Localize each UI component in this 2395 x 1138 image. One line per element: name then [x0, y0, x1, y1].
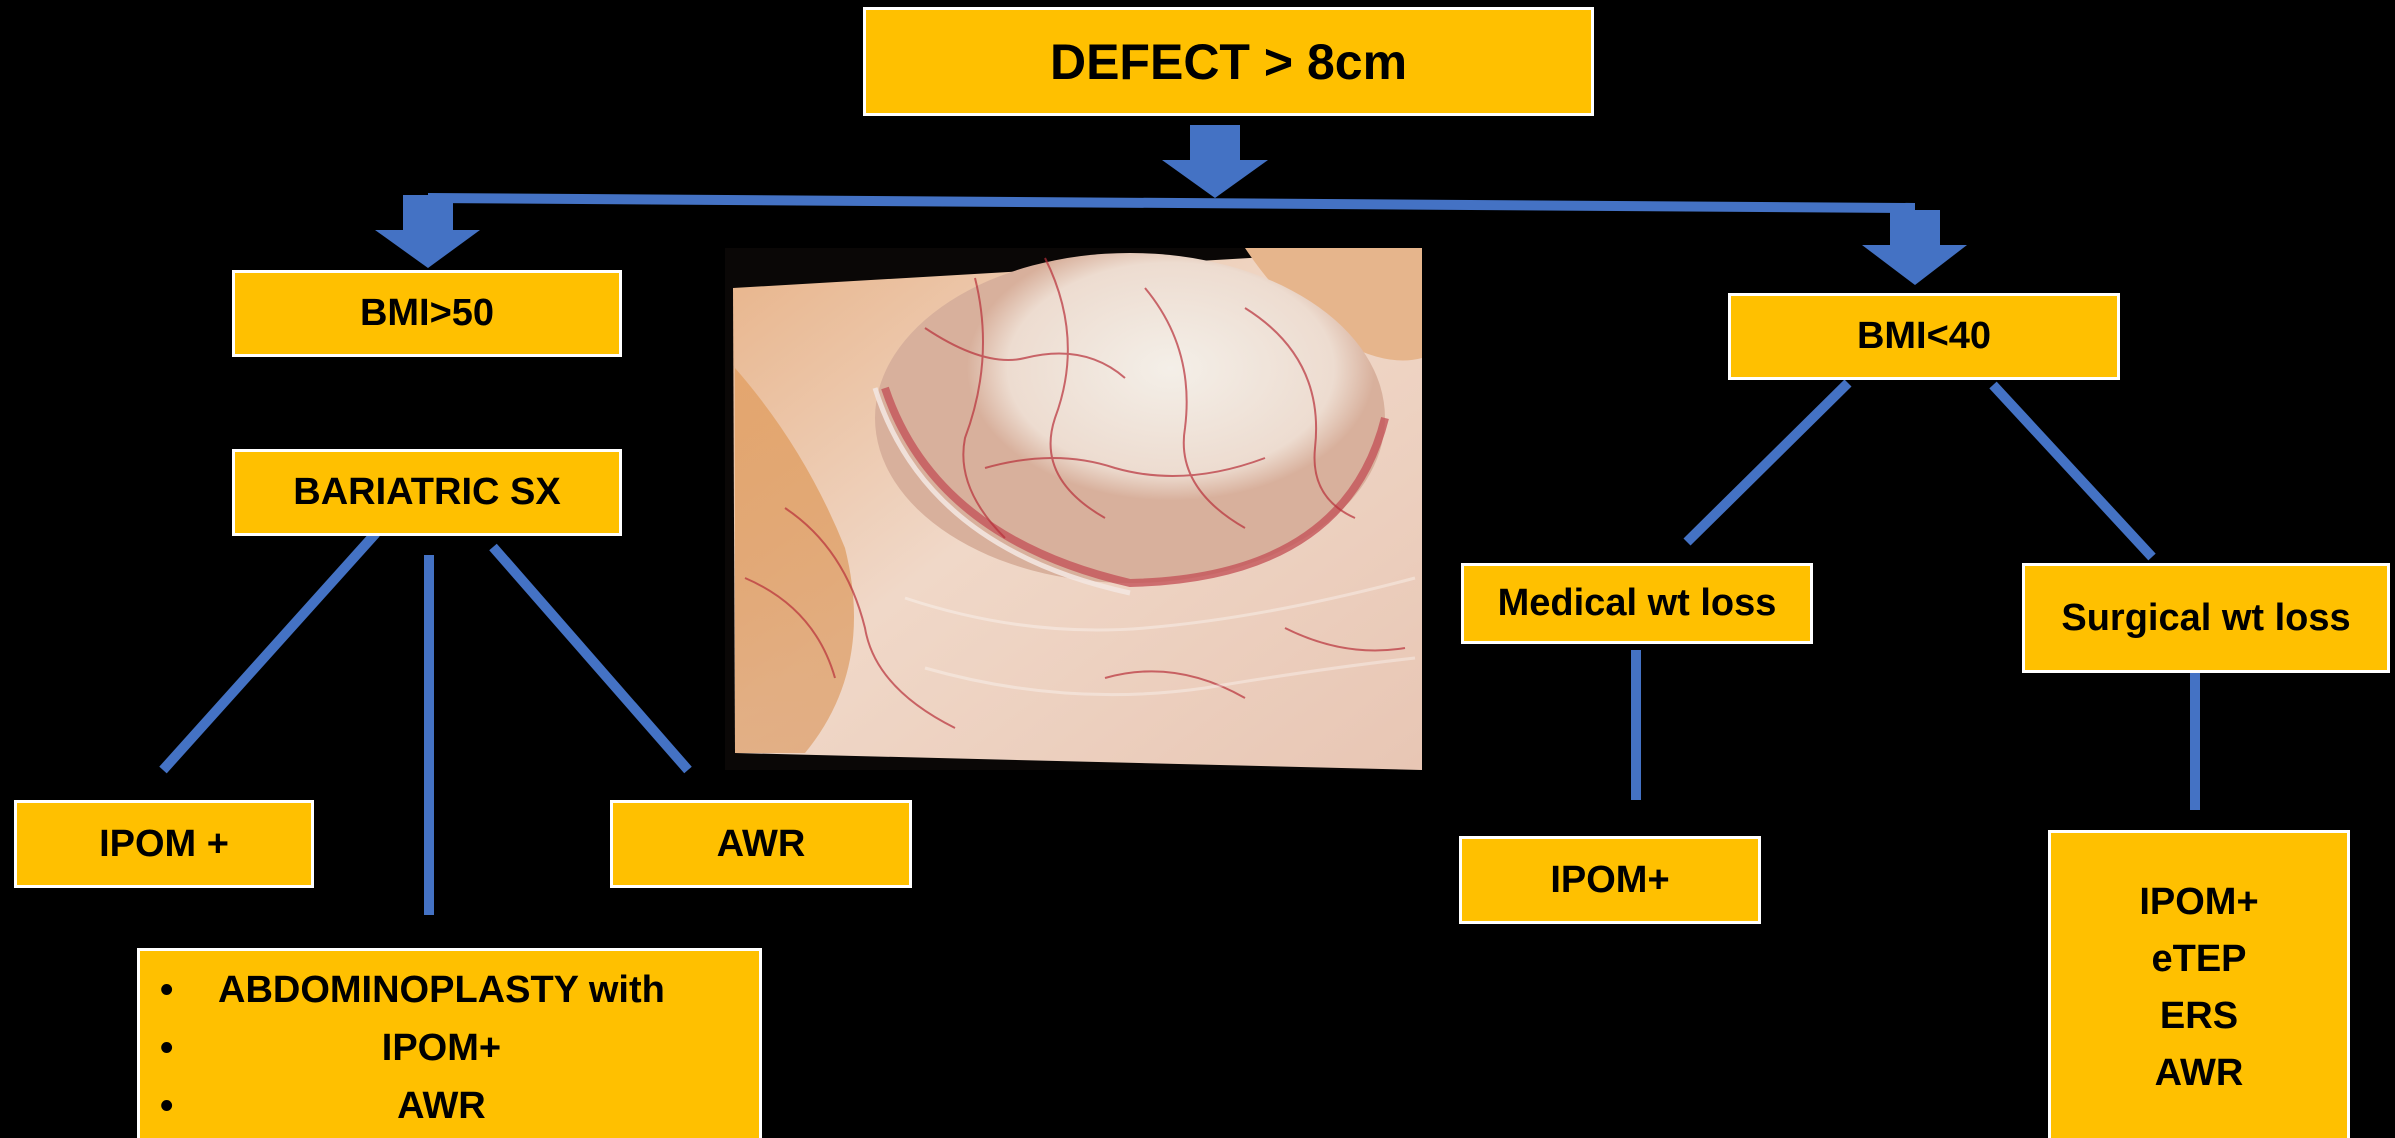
medical-wt-loss-label: Medical wt loss — [1498, 582, 1777, 625]
bmi-over-50-label: BMI>50 — [360, 292, 494, 335]
surgical-wt-loss-label: Surgical wt loss — [2061, 597, 2350, 640]
surgical-wt-loss-box: Surgical wt loss — [2022, 563, 2390, 673]
list-item: IPOM+ — [160, 1019, 665, 1077]
abdominoplasty-box: ABDOMINOPLASTY with IPOM+ AWR — [137, 948, 762, 1138]
awr-box: AWR — [610, 800, 912, 888]
ipom-plus-box: IPOM + — [14, 800, 314, 888]
down-arrow-icon — [375, 195, 480, 268]
down-arrow-icon — [1162, 125, 1268, 198]
awr-label: AWR — [717, 823, 806, 866]
title-box: DEFECT > 8cm — [863, 7, 1594, 116]
bariatric-surgery-box: BARIATRIC SX — [232, 449, 622, 536]
medical-outcome-label: IPOM+ — [1550, 859, 1669, 902]
bmi-under-40-label: BMI<40 — [1857, 315, 1991, 358]
surgical-outcome-item: ERS — [2160, 988, 2238, 1045]
list-item: AWR — [160, 1077, 665, 1135]
list-item: ABDOMINOPLASTY with — [160, 961, 665, 1019]
surgical-outcome-item: eTEP — [2151, 931, 2246, 988]
branch-bar — [428, 193, 1915, 213]
laparoscopic-image — [725, 248, 1422, 770]
bariatric-surgery-label: BARIATRIC SX — [293, 471, 560, 514]
surgical-outcomes-box: IPOM+ eTEP ERS AWR — [2048, 830, 2350, 1138]
surgical-outcome-item: IPOM+ — [2139, 874, 2258, 931]
abdominoplasty-list: ABDOMINOPLASTY with IPOM+ AWR — [160, 961, 665, 1135]
down-arrow-icon — [1862, 210, 1967, 285]
connector-line — [1993, 385, 2152, 557]
title-text: DEFECT > 8cm — [1050, 33, 1407, 91]
connector-line — [493, 547, 688, 770]
connector-line — [163, 533, 376, 770]
surgical-outcome-item: AWR — [2155, 1045, 2244, 1102]
bmi-over-50-box: BMI>50 — [232, 270, 622, 357]
connector-line — [1687, 383, 1848, 542]
medical-outcome-box: IPOM+ — [1459, 836, 1761, 924]
bmi-under-40-box: BMI<40 — [1728, 293, 2120, 380]
ipom-plus-label: IPOM + — [99, 823, 229, 866]
medical-wt-loss-box: Medical wt loss — [1461, 563, 1813, 644]
